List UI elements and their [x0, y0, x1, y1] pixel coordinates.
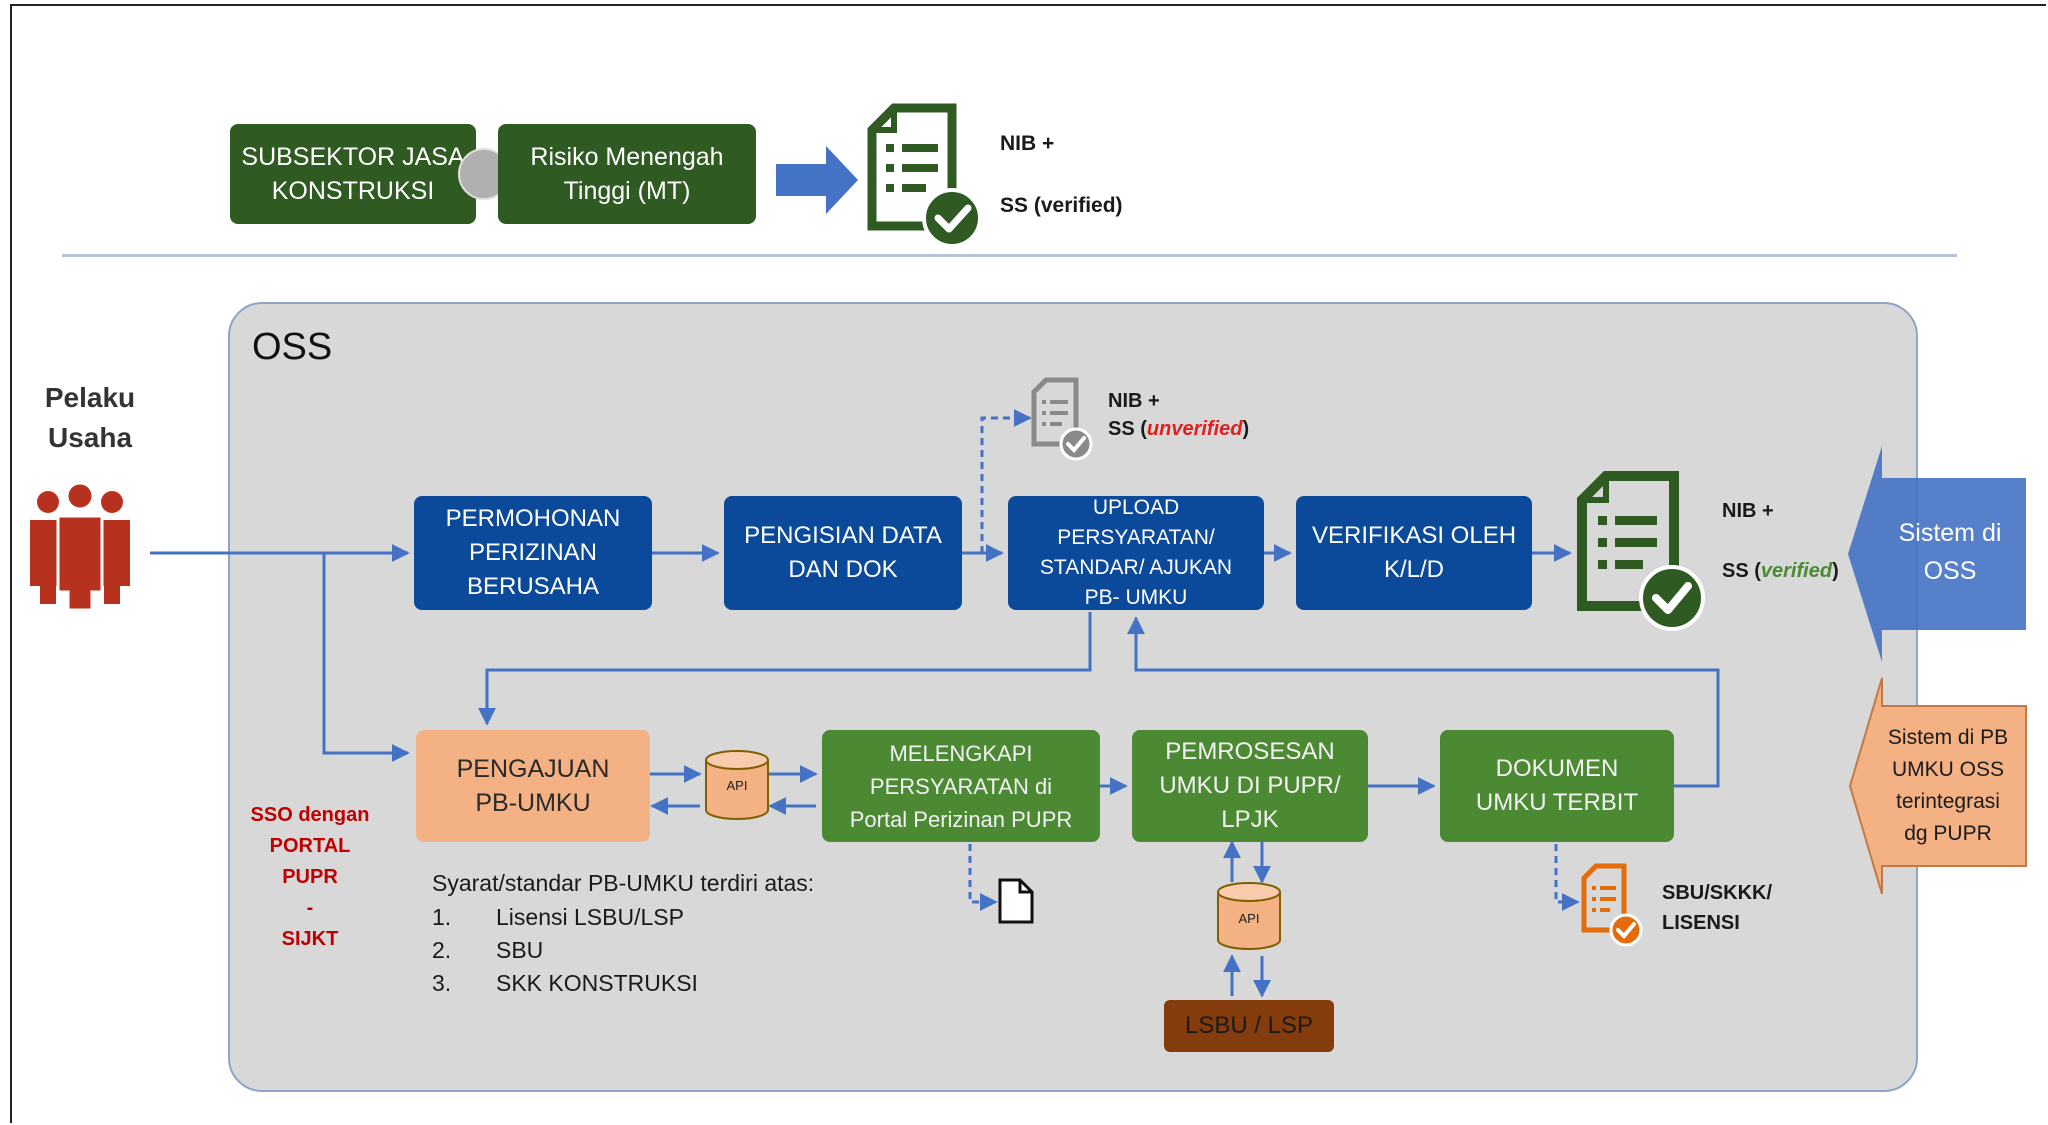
api-cylinder-1	[705, 750, 769, 820]
top-ss-label: SS (verified)	[1000, 194, 1123, 217]
syarat-title: Syarat/standar PB-UMKU terdiri atas:	[432, 870, 815, 896]
api-cylinder-2	[1217, 882, 1281, 950]
syarat-item-1: Lisensi LSBU/LSP	[496, 904, 684, 930]
melengkapi-box: MELENGKAPI PERSYARATAN di Portal Perizin…	[822, 730, 1100, 842]
api-label-1: API	[726, 778, 748, 793]
risiko-box: Risiko Menengah Tinggi (MT)	[498, 124, 756, 224]
syarat-num-3: 3.	[432, 970, 452, 996]
pemrosesan-box: PEMROSESAN UMKU DI PUPR/ LPJK	[1132, 730, 1368, 842]
pengisian-box: PENGISIAN DATA DAN DOK	[724, 496, 962, 610]
syarat-num-2: 2.	[432, 937, 452, 963]
unverified-ss-label: SS (unverified)	[1108, 418, 1250, 440]
api-label-2: API	[1238, 911, 1260, 926]
sbu-label: SBU/SKKK/ LISENSI	[1662, 882, 1773, 934]
verified-ss-label: SS (verified)	[1722, 560, 1839, 582]
verifikasi-box: VERIFIKASI OLEH K/L/D	[1296, 496, 1532, 610]
dokumen-box: DOKUMEN UMKU TERBIT	[1440, 730, 1674, 842]
top-divider	[62, 254, 1957, 257]
sistem-pb-arrow	[1848, 677, 2027, 895]
sso-label: SSO dengan PORTAL PUPR - SIJKT	[250, 804, 370, 950]
checklist-unverified-icon	[1031, 377, 1093, 461]
subsektor-box: SUBSEKTOR JASA KONSTRUKSI	[230, 124, 476, 224]
people-icon	[30, 481, 130, 612]
checklist-verified-icon-main	[1577, 471, 1705, 631]
syarat-item-3: SKK KONSTRUKSI	[496, 970, 698, 996]
top-block-arrow	[776, 146, 858, 214]
diagram-frame	[10, 4, 2046, 1123]
document-icon	[998, 878, 1034, 924]
checklist-orange-icon	[1581, 863, 1643, 947]
pelaku-usaha-label: Pelaku Usaha	[44, 382, 136, 453]
pengajuan-box: PENGAJUAN PB-UMKU	[416, 730, 650, 842]
lsbu-box: LSBU / LSP	[1164, 1000, 1334, 1052]
syarat-item-2: SBU	[496, 937, 544, 963]
top-nib-label: NIB +	[1000, 132, 1055, 155]
sistem-oss-label: Sistem di OSS	[1898, 519, 2002, 585]
syarat-num-1: 1.	[432, 904, 452, 930]
verified-nib-label: NIB +	[1722, 500, 1774, 522]
checklist-verified-icon-top	[867, 103, 982, 248]
upload-box: UPLOAD PERSYARATAN/ STANDAR/ AJUKAN PB- …	[1008, 496, 1264, 610]
permohonan-box: PERMOHONAN PERIZINAN BERUSAHA	[414, 496, 652, 610]
sistem-oss-arrow	[1848, 446, 2026, 662]
sistem-pb-label: Sistem di PB UMKU OSS terintegrasi dg PU…	[1887, 726, 2009, 845]
unverified-nib-label: NIB +	[1108, 390, 1160, 412]
oss-label: OSS	[252, 326, 333, 368]
